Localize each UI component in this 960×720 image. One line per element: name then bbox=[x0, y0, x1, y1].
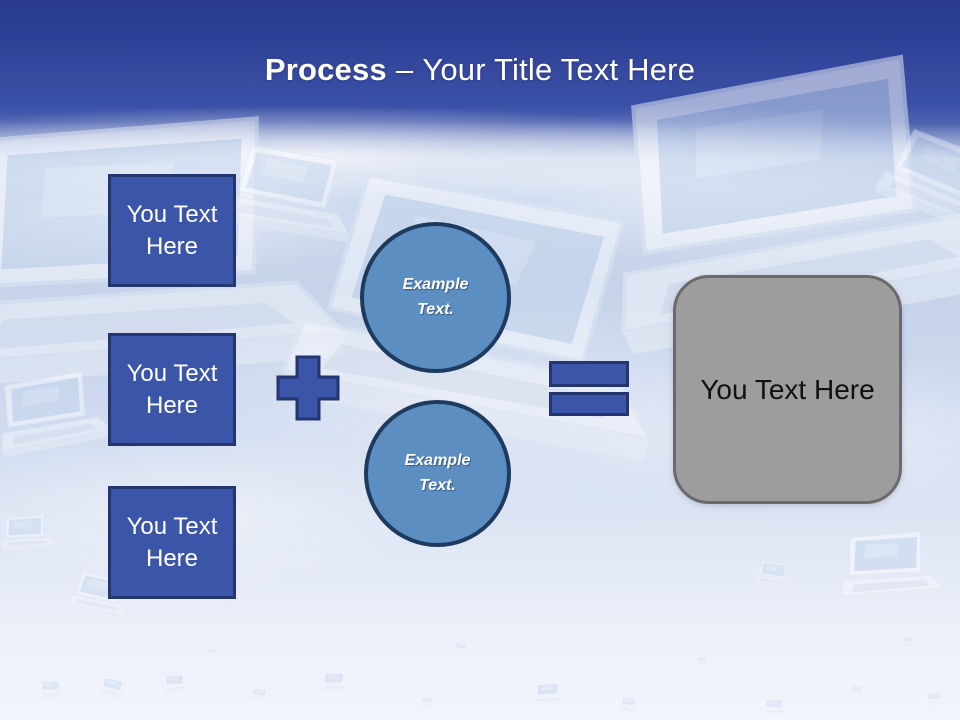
title-text: Your Title Text Here bbox=[422, 52, 696, 87]
input-box-2-label: You Text Here bbox=[126, 360, 218, 419]
result-box-label: You Text Here bbox=[700, 373, 875, 405]
slide-title: Process–Your Title Text Here bbox=[0, 52, 960, 88]
title-separator: – bbox=[395, 52, 414, 87]
equals-bar-bottom bbox=[549, 392, 629, 416]
input-box-3-label: You Text Here bbox=[126, 513, 218, 572]
input-box-2: You Text Here bbox=[108, 333, 236, 446]
equals-bar-top bbox=[549, 361, 629, 387]
plus-shape bbox=[276, 355, 340, 421]
input-box-3: You Text Here bbox=[108, 486, 236, 599]
result-box: You Text Here bbox=[673, 275, 902, 504]
title-emphasis: Process bbox=[264, 52, 387, 87]
example-circle-2-label: Example Text. bbox=[404, 451, 471, 494]
example-circle-1-label: Example Text. bbox=[402, 275, 469, 318]
equals-shape bbox=[549, 361, 629, 416]
example-circle-1: Example Text. bbox=[360, 222, 511, 373]
example-circle-2: Example Text. bbox=[364, 400, 511, 547]
input-box-1-label: You Text Here bbox=[126, 201, 218, 260]
input-box-1: You Text Here bbox=[108, 174, 236, 287]
